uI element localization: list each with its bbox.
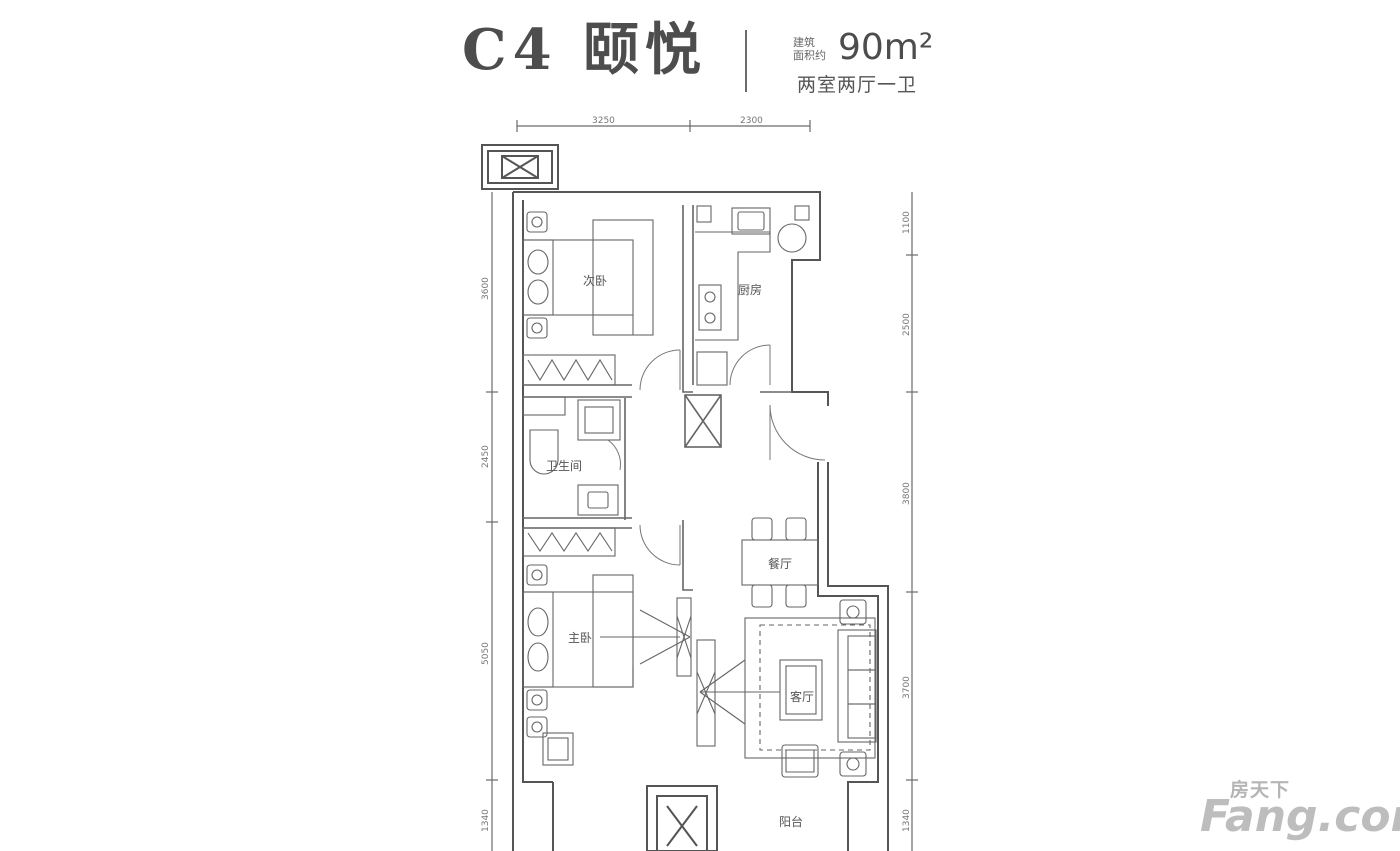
master-bedroom-furniture <box>522 564 692 766</box>
room-dining: 餐厅 <box>768 556 792 571</box>
header: C4 颐悦 建筑 面积约 90m² 两室两厅一卫 <box>0 0 1400 110</box>
room-master-bedroom: 主卧 <box>568 631 592 645</box>
model-title: C4 颐悦 <box>462 17 708 83</box>
dim-top-1: 3250 <box>592 116 615 126</box>
dim-right-3: 3800 <box>902 482 912 505</box>
area-tag-line1: 建筑 <box>793 36 815 49</box>
dim-left-3: 5050 <box>481 642 491 665</box>
room-bathroom: 卫生间 <box>546 459 582 473</box>
watermark-brand-cn: 房天下 <box>1230 779 1291 801</box>
title-divider <box>745 30 747 92</box>
door-entrance <box>769 404 826 461</box>
second-bedroom-furniture <box>522 211 654 386</box>
dim-left-4: 1340 <box>481 809 491 832</box>
bathroom-furniture <box>522 396 621 557</box>
outer-wall-east <box>827 462 889 851</box>
room-balcony: 阳台 <box>779 814 803 829</box>
room-living: 客厅 <box>790 689 814 704</box>
door-second-bedroom <box>639 349 681 391</box>
door-kitchen <box>729 344 771 386</box>
outer-wall-north <box>513 191 829 406</box>
ac-platform <box>481 144 559 190</box>
area-value: 90m² <box>838 27 934 68</box>
kitchen-furniture <box>695 205 810 386</box>
area-tag: 建筑 面积约 <box>793 36 835 62</box>
dim-top-2: 2300 <box>740 116 763 126</box>
dim-right-4: 3700 <box>902 676 912 699</box>
dim-left-1: 3600 <box>481 277 491 300</box>
dim-right-1: 1100 <box>902 211 912 234</box>
layout-type: 两室两厅一卫 <box>797 74 918 96</box>
watermark-brand-en: Fang.com <box>1200 791 1400 842</box>
watermark: 房天下 Fang.com <box>1200 773 1400 843</box>
area-tag-line2: 面积约 <box>793 49 826 62</box>
room-second-bedroom: 次卧 <box>583 274 607 288</box>
dim-left-2: 2450 <box>481 445 491 468</box>
shaft <box>684 394 722 448</box>
living-furniture <box>696 599 877 778</box>
room-kitchen: 厨房 <box>738 282 762 297</box>
dim-right-5: 1340 <box>902 809 912 832</box>
door-master-bedroom <box>639 524 681 566</box>
dim-right-2: 2500 <box>902 313 912 336</box>
dining-furniture <box>741 517 819 608</box>
